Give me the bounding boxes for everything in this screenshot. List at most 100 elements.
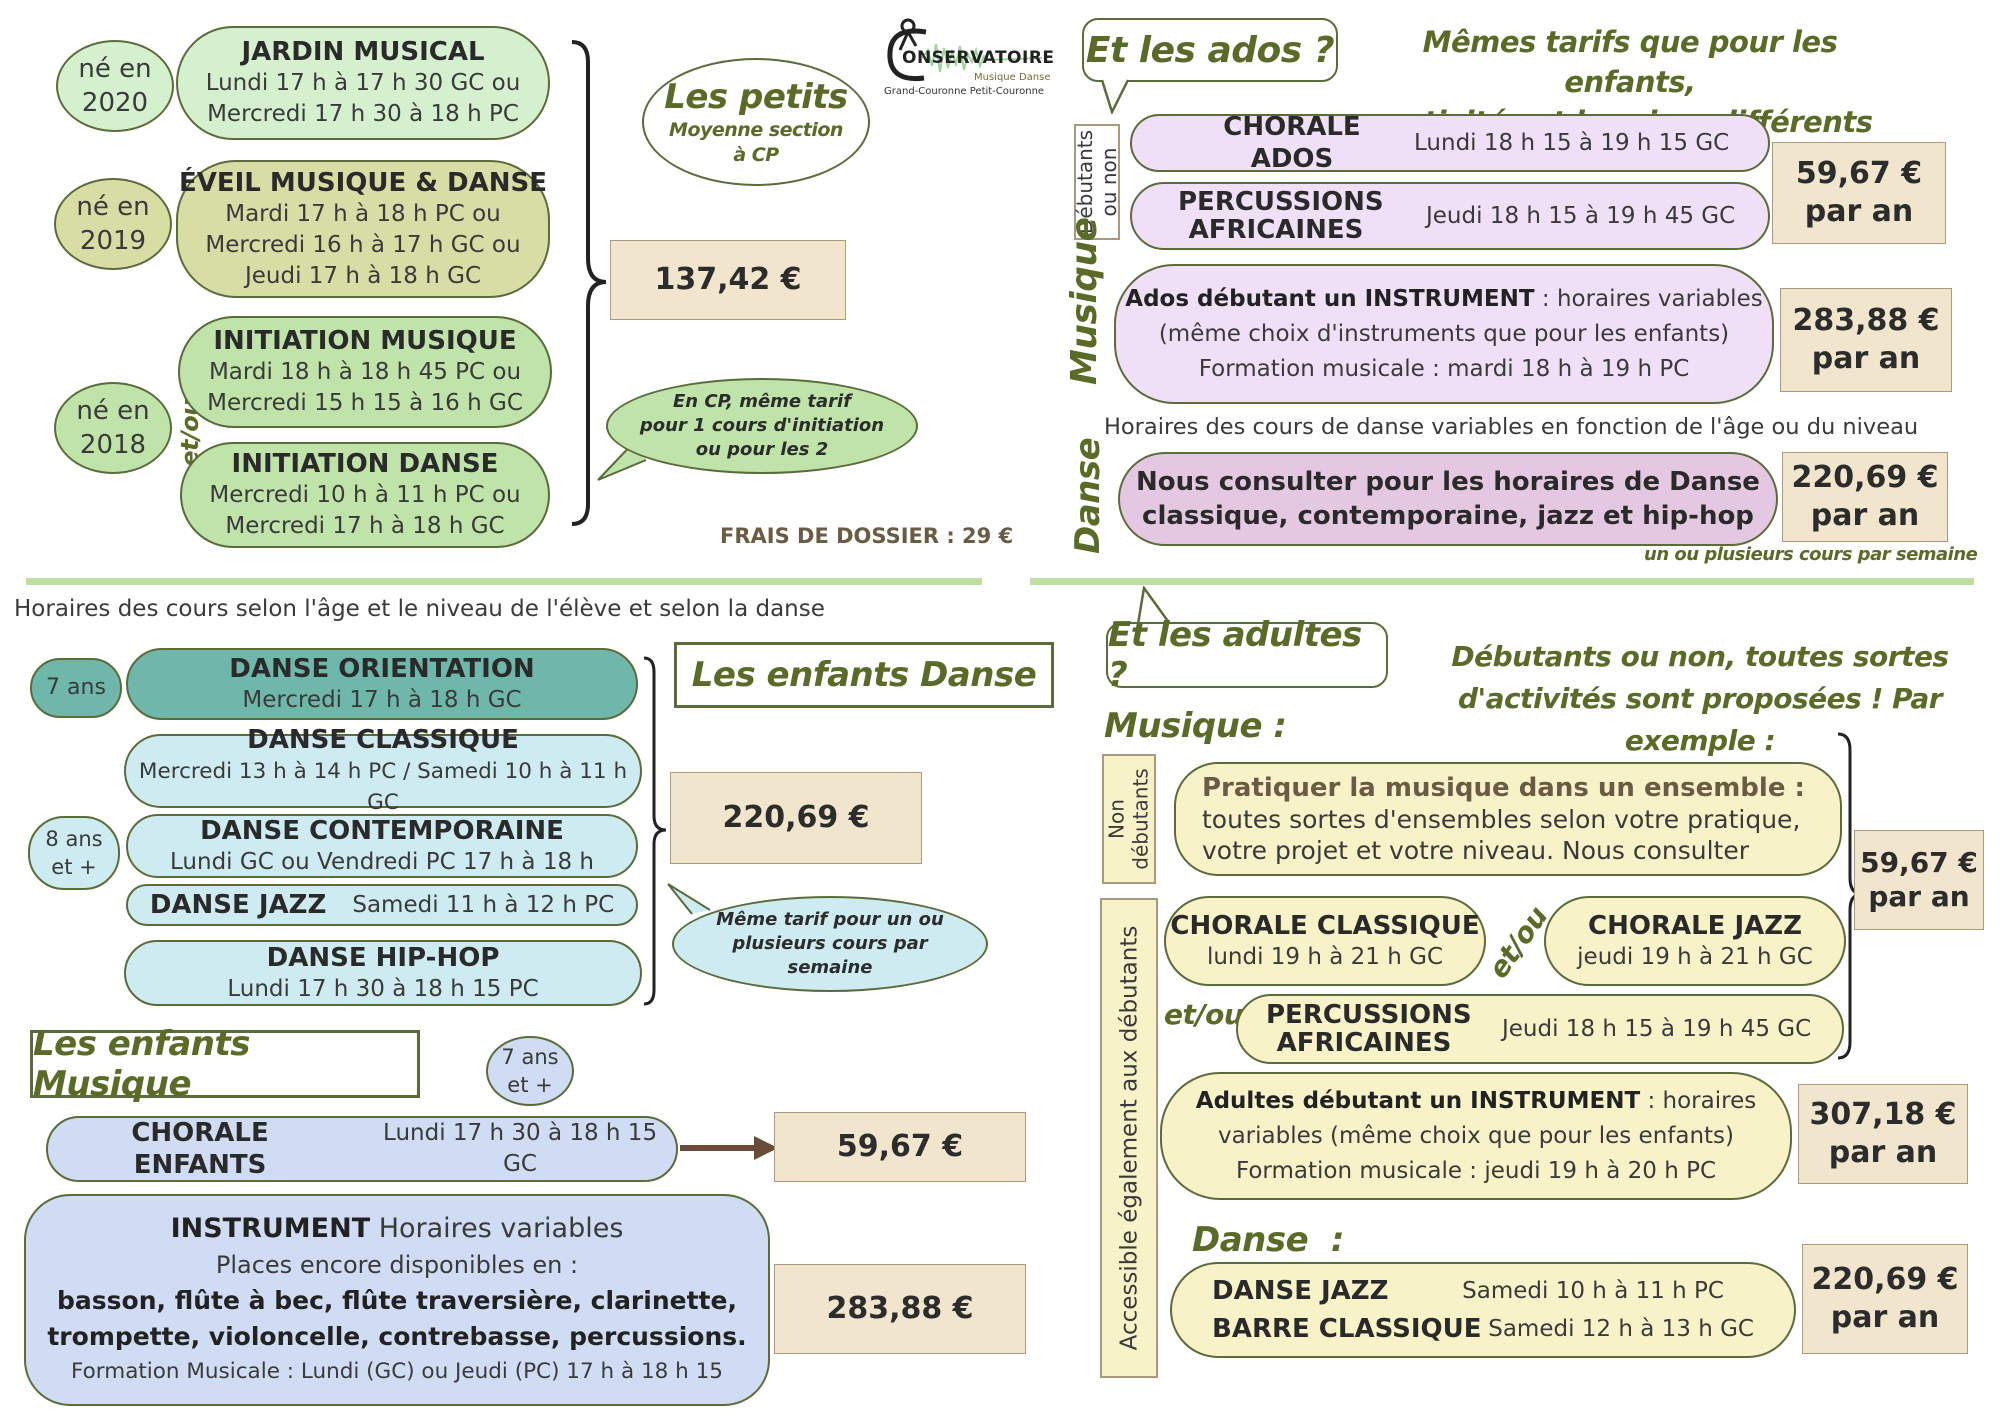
course-time: Lundi 18 h 15 à 19 h 15 GC: [1414, 129, 1730, 156]
course-time: Mercredi 17 h à 18 h GC: [225, 513, 505, 539]
instrument-rest: : horaires: [1640, 1087, 1757, 1114]
logo-name: ONSERVATOIRE: [902, 48, 1055, 68]
section-title: Les petits: [664, 77, 848, 117]
price-value: 307,18 €: [1809, 1097, 1957, 1132]
instrument-enfants-price: 283,88 €: [774, 1264, 1026, 1354]
instrument-bold: Ados débutant un INSTRUMENT: [1125, 285, 1535, 312]
price-value: 59,67 €: [1860, 846, 1978, 879]
divider-right: [1030, 578, 1974, 585]
note-line: Mêmes tarifs que pour les enfants,: [1422, 25, 1838, 99]
chorale-ados-box: CHORALE ADOS Lundi 18 h 15 à 19 h 15 GC: [1130, 112, 1770, 174]
petits-cp-bubble: En CP, même tarif pour 1 cours d'initiat…: [606, 378, 918, 474]
course-title: JARDIN MUSICAL: [241, 37, 485, 67]
danse-row: BARRE CLASSIQUE Samedi 12 h à 13 h GC: [1172, 1313, 1794, 1345]
age-badge-2020: né en 2020: [56, 40, 174, 132]
danse-line: classique, contemporaine, jazz et hip-ho…: [1142, 501, 1754, 531]
petits-price: 137,42 €: [610, 240, 846, 320]
age-badge-2018: né en 2018: [54, 382, 172, 474]
course-title: CHORALE ENFANTS: [131, 1118, 269, 1180]
course-title: CHORALE ADOS: [1223, 112, 1361, 174]
age-badge-7plus: 7 ans et +: [486, 1036, 574, 1106]
frais-dossier: FRAIS DE DOSSIER : 29 €: [720, 524, 1014, 548]
price-value: 59,67 €: [1795, 156, 1923, 191]
ados-price-1: 59,67 € par an: [1772, 142, 1946, 244]
course-time: Lundi 17 h 30 à 18 h 15 GC: [383, 1120, 658, 1177]
course-time: Mercredi 13 h à 14 h PC / Samedi 10 h à …: [138, 759, 628, 815]
vlabel-line: Non: [1105, 799, 1129, 839]
instrument-line: variables (même choix que pour les enfan…: [1217, 1122, 1735, 1149]
course-time: Samedi 12 h à 13 h GC: [1488, 1315, 1754, 1342]
price-value: 220,69 €: [1791, 460, 1939, 495]
danse-classique-box: DANSE CLASSIQUE Mercredi 13 h à 14 h PC …: [124, 725, 642, 815]
section-title: Les enfants Danse: [691, 655, 1037, 695]
instrument-line: basson, flûte à bec, flûte traversière, …: [57, 1286, 737, 1315]
ados-instrument-box: Ados débutant un INSTRUMENT : horaires v…: [1114, 264, 1774, 404]
course-time: Mercredi 10 h à 11 h PC ou: [209, 482, 521, 508]
course-time: jeudi 19 h à 21 h GC: [1577, 943, 1813, 970]
adultes-danse-label: Danse :: [1192, 1220, 1344, 1260]
vlabel-line: débutants: [1129, 768, 1153, 870]
adultes-musique-label: Musique :: [1104, 706, 1287, 746]
adultes-note: Débutants ou non, toutes sortes d'activi…: [1430, 636, 1970, 762]
age-label: né en: [76, 192, 150, 222]
et-ou-label: et/ou: [1164, 998, 1244, 1031]
section-subtitle: Moyenne section: [669, 119, 843, 141]
price-value: 283,88 €: [1792, 303, 1940, 338]
title-line: PERCUSSIONS: [1266, 1000, 1472, 1030]
course-title: DANSE CONTEMPORAINE: [200, 815, 564, 846]
course-title: BARRE CLASSIQUE: [1212, 1314, 1482, 1344]
adultes-price-3: 220,69 € par an: [1802, 1244, 1968, 1354]
title-line: AFRICAINES: [1276, 1028, 1452, 1058]
enfants-musique-title-box: Les enfants Musique: [30, 1024, 420, 1104]
danse-line: Nous consulter pour les horaires de Dans…: [1136, 467, 1760, 497]
divider-left: [26, 578, 982, 585]
instrument-line: (même choix d'instruments que pour les e…: [1158, 320, 1730, 347]
adultes-price-1: 59,67 € par an: [1854, 830, 1984, 930]
accessible-debutants-label: Accessible également aux débutants: [1100, 898, 1158, 1378]
instrument-line: Formation musicale : mardi 18 h à 19 h P…: [1198, 355, 1690, 382]
course-title: INITIATION MUSIQUE: [213, 326, 517, 356]
age-badge-8: 8 ans et +: [28, 816, 120, 890]
ados-musique-label: Musique: [1064, 217, 1105, 385]
title-line: PERCUSSIONS: [1178, 187, 1384, 217]
age-year: 2019: [79, 226, 147, 256]
instrument-line: Places encore disponibles en :: [215, 1251, 579, 1279]
enfants-danse-price: 220,69 €: [670, 772, 922, 864]
course-title: DANSE CLASSIQUE: [247, 725, 519, 755]
age-year: 2018: [79, 430, 147, 460]
ensemble-title: Pratiquer la musique dans un ensemble :: [1202, 773, 1805, 803]
price-unit: par an: [1868, 880, 1970, 913]
section-title: Et les ados ?: [1085, 29, 1335, 71]
price-value: 220,69 €: [1811, 1262, 1959, 1297]
les-petits-oval: Les petits Moyenne section à CP: [642, 58, 870, 186]
vlabel-line: ou non: [1097, 147, 1121, 217]
chorale-enfants-box: CHORALE ENFANTS Lundi 17 h 30 à 18 h 15 …: [46, 1116, 678, 1182]
price-unit: par an: [1804, 194, 1914, 229]
instrument-line: Ados débutant un INSTRUMENT : horaires v…: [1125, 284, 1762, 315]
instrument-line: Adultes débutant un INSTRUMENT : horaire…: [1196, 1086, 1756, 1117]
eveil-musique-danse-box: ÉVEIL MUSIQUE & DANSE Mardi 17 h à 18 h …: [176, 160, 550, 298]
instrument-enfants-box: INSTRUMENT Horaires variables Places enc…: [24, 1194, 770, 1406]
course-time: lundi 19 h à 21 h GC: [1206, 943, 1444, 970]
instrument-line: trompette, violoncelle, contrebasse, per…: [47, 1322, 747, 1351]
adultes-title-box: Et les adultes ?: [1106, 615, 1388, 695]
speech-bubble-tail: [667, 883, 711, 915]
section-title: Et les adultes ?: [1108, 615, 1362, 695]
ensemble-line: votre projet et votre niveau. Nous consu…: [1202, 836, 1749, 865]
ados-title-box: Et les ados ?: [1082, 18, 1338, 82]
title-line: AFRICAINES: [1188, 215, 1364, 245]
course-time: Mercredi 16 h à 17 h GC ou: [205, 231, 521, 258]
adultes-danse-box: DANSE JAZZ Samedi 10 h à 11 h PC BARRE C…: [1170, 1262, 1796, 1358]
instrument-rest: : horaires variables: [1534, 285, 1763, 312]
course-title: DANSE HIP-HOP: [266, 942, 500, 973]
course-time: Mercredi 15 h 15 à 16 h GC: [207, 390, 523, 416]
speech-bubble-tail: [1100, 79, 1130, 114]
danse-jazz-box: DANSE JAZZ Samedi 11 h à 12 h PC: [126, 884, 638, 926]
bubble-line: pour 1 cours d'initiation: [639, 415, 885, 436]
chorale-enfants-price: 59,67 €: [774, 1112, 1026, 1182]
bubble-line: Même tarif pour un ou: [716, 909, 944, 930]
course-title: DANSE JAZZ: [1212, 1276, 1389, 1306]
